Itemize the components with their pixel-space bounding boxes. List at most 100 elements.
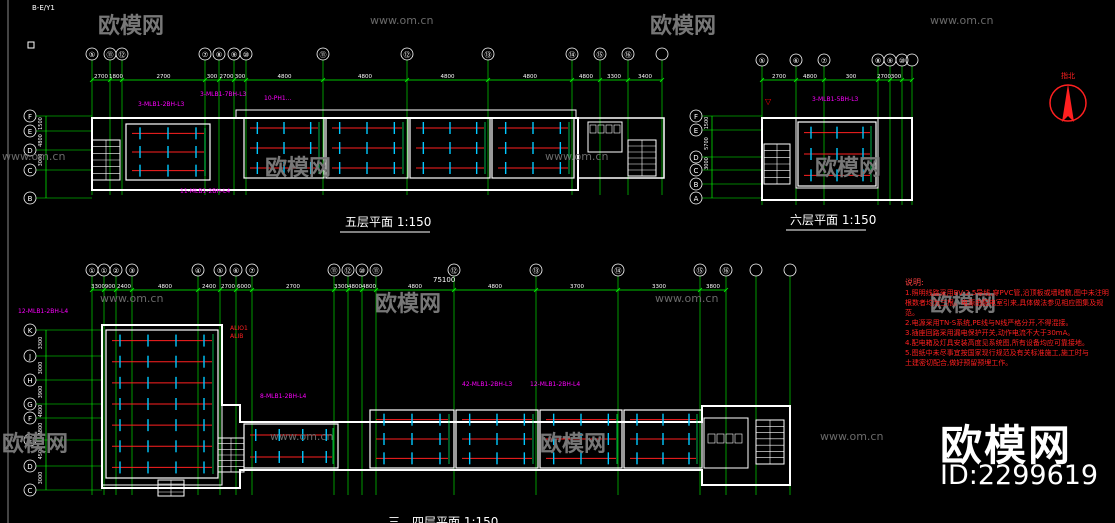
plan5-row-bubble: [23, 143, 37, 157]
plan5-dim-text: 4800: [358, 74, 372, 80]
plan6-axis-label: ⑦: [821, 57, 827, 65]
plan34-axis-bubble: [191, 263, 205, 277]
plan34-dim-text: 4800: [488, 284, 502, 290]
plan6-row-bubble: [689, 163, 703, 177]
plan5-dim-text: 2700: [220, 74, 234, 80]
plan5-dim-text: 2700: [94, 74, 108, 80]
plan5-dim-text: 3400: [638, 74, 652, 80]
plan5-dim-text: 300: [207, 74, 218, 80]
plan34-outer-wall: [101, 324, 791, 489]
plan6-circuit-label-1: 3-MLB1-5BH-L3: [812, 96, 859, 103]
plan34-row-label: K: [28, 327, 33, 335]
plan34-row-dim: 4800: [38, 405, 44, 418]
notes-line: 1.照明线路采用BV-2.5导线,穿PVC管,沿顶板或墙暗敷,图中未注明: [905, 289, 1109, 297]
plan6-row-bubble: [689, 191, 703, 205]
plan34-row-dim: 4800: [38, 423, 44, 436]
north-arrow-label: 指北: [1061, 71, 1075, 80]
corner-label: B-E/Y1: [32, 4, 55, 12]
plan5-dim-text: 3300: [607, 74, 621, 80]
plan5-dim-text: 4800: [523, 74, 537, 80]
plan34-dim-text: 4800: [408, 284, 422, 290]
plan5-toilet-block: [587, 121, 623, 153]
plan34-stair-west: [217, 437, 245, 473]
plan34-dim-text: 3800: [706, 284, 720, 290]
plan34-row-bubble: [23, 349, 37, 363]
plan5-row-dim: 4800: [38, 134, 44, 147]
watermark-url-5: www.om.cn: [100, 292, 164, 305]
plan34-dim-text: 2400: [117, 284, 131, 290]
plan34-axis-label: ②: [113, 267, 119, 275]
plan6-row-dim: 1500: [704, 117, 710, 130]
plan34-dim-text: 900: [105, 284, 116, 290]
plan34-toilet-stall: [725, 433, 734, 444]
plan34-axis-bubble: [611, 263, 625, 277]
plan34-room: [623, 409, 703, 469]
plan34-dim-text: 3300: [91, 284, 105, 290]
plan34-axis-label: ④: [195, 267, 201, 275]
plan34-circuit-label-2: 8-MLB1-2BH-L4: [260, 393, 307, 400]
plan34-dim-text: 4800: [158, 284, 172, 290]
watermark-url-2: www.om.cn: [930, 14, 994, 27]
plan34-row-bubble: [23, 323, 37, 337]
plan5-axis-bubble: [115, 47, 129, 61]
watermark-id: ID:2299619: [940, 460, 1099, 491]
plan5-row-label: B: [28, 195, 33, 203]
watermark-logo-5: 欧模网: [375, 292, 442, 317]
plan5-corridor-top: [235, 109, 577, 119]
plan5-dim-text: 4800: [441, 74, 455, 80]
plan5-axis-label: ⑧: [216, 51, 222, 59]
plan34-axis-bubble: [245, 263, 259, 277]
plan5-axis-bubble: [593, 47, 607, 61]
plan34-axis-label: ⑪: [331, 267, 338, 275]
watermark-logo-7: 欧模网: [2, 432, 69, 457]
plan5-room: [491, 117, 575, 179]
plan34-row-bubble: [23, 373, 37, 387]
plan34-axis-label: ⑪: [373, 267, 380, 275]
plan5-row-bubble: [23, 109, 37, 123]
plan34-toilet-stall: [707, 433, 716, 444]
plan5-axis-bubble: [481, 47, 495, 61]
plan34-row-dim: 3000: [38, 472, 44, 485]
plan5-row-label: C: [28, 167, 33, 175]
notes-line: 3.插座回路采用漏电保护开关,动作电流不大于30mA。: [905, 329, 1075, 337]
plan34-axis-bubble: [341, 263, 355, 277]
plan5-circuit-label-3: 10-PH1...: [264, 95, 292, 102]
plan6-axis-bubble: [789, 53, 803, 67]
notes-title: 说明:: [905, 278, 924, 287]
plan5-toilet-stall: [589, 124, 597, 134]
plan34-row-label: G: [27, 401, 32, 409]
plan5-axis-label: ⑩: [243, 51, 249, 59]
plan6-stair: [763, 143, 791, 185]
plan5-circuit-label-2: 3-MLB1-2BH-L3: [138, 101, 185, 108]
plan5-toilet-stall: [597, 124, 605, 134]
plan5-row-dim: 1500: [38, 117, 44, 130]
plan34-title: 三、四层平面 1:150: [388, 515, 498, 523]
watermark-logo-4: 欧模网: [815, 156, 882, 181]
plan34-circuit-label-1: 12-MLB1-2BH-L4: [18, 308, 68, 315]
plan5-dim-text: 2700: [157, 74, 171, 80]
plan34-circuit-label-3: 42-MLB1-2BH-L3: [462, 381, 512, 388]
plan34-axis-label: ⑮: [697, 267, 704, 275]
plan5-axis-label: ⑤: [89, 51, 95, 59]
notes-line: 土建密切配合,做好预留预埋工作。: [905, 359, 1013, 367]
plan6-dim-text: 4800: [803, 74, 817, 80]
plan34-axis-label: ⑫: [451, 267, 458, 275]
plan6-row-label: F: [694, 113, 698, 121]
notes-line: 5.图纸中未尽事宜按国家现行规范及有关标准施工,施工时与: [905, 349, 1089, 357]
plan5-axis-bubble: [565, 47, 579, 61]
plan5-axis-bubble: [198, 47, 212, 61]
plan34-overall-dim: 75100: [433, 276, 455, 284]
plan6-room: [797, 121, 877, 187]
plan34-axis-bubble: [109, 263, 123, 277]
notes-line: 2.电源采用TN-S系统,PE线与N线严格分开,不得混接。: [905, 319, 1073, 327]
plan34-row-bubble: [23, 433, 37, 447]
plan34-axis-bubble: [783, 263, 797, 277]
plan6-dim-text: 2700: [772, 74, 786, 80]
